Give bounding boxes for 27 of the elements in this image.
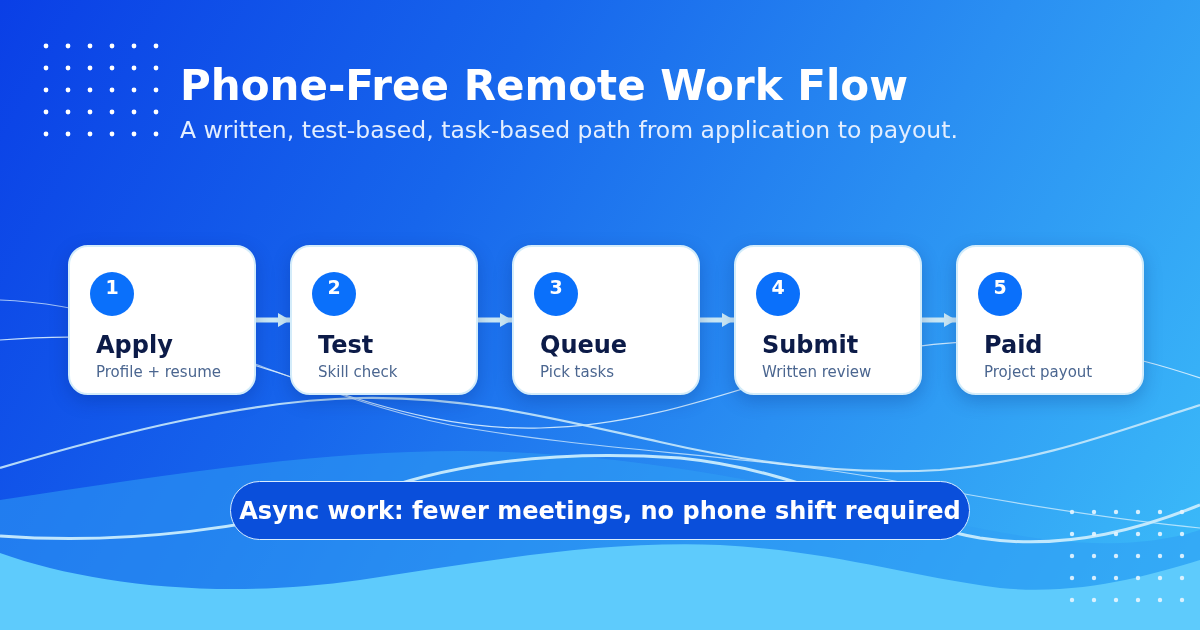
step-title: Apply (96, 331, 173, 360)
step-description: Pick tasks (540, 363, 614, 381)
arrow (922, 313, 956, 327)
step-title: Submit (762, 331, 859, 360)
step-number: 2 (312, 272, 356, 316)
step-description: Skill check (318, 363, 398, 381)
step-description: Project payout (984, 363, 1093, 381)
step-description: Written review (762, 363, 872, 381)
step-title: Test (318, 331, 374, 360)
step-card (68, 245, 256, 395)
step-card (290, 245, 478, 395)
title: Phone-Free Remote Work Flow (180, 61, 908, 112)
callout-banner: Async work: fewer meetings, no phone shift required (230, 481, 970, 540)
arrow (478, 313, 512, 327)
step-number: 4 (756, 272, 800, 316)
step-number: 3 (534, 272, 578, 316)
step-number: 1 (90, 272, 134, 316)
step-card (734, 245, 922, 395)
arrow (700, 313, 734, 327)
step-description: Profile + resume (96, 363, 221, 381)
step-card (956, 245, 1144, 395)
step-title: Queue (540, 331, 628, 360)
arrow (256, 313, 290, 327)
step-title: Paid (984, 331, 1043, 360)
step-card (512, 245, 700, 395)
step-number: 5 (978, 272, 1022, 316)
subtitle: A written, test-based, task-based path from application to payout. (180, 116, 958, 145)
